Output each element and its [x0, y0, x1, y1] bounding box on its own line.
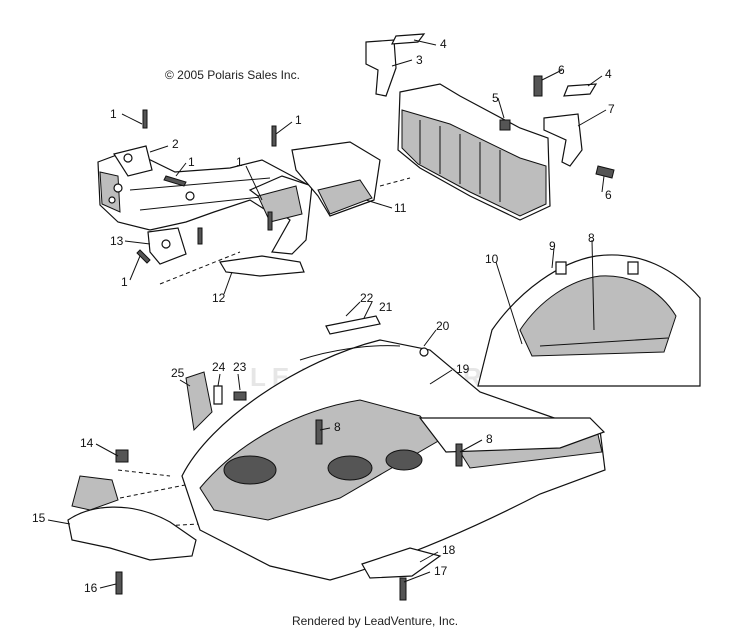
callout-10: 10	[485, 252, 499, 266]
bolt-8b	[455, 443, 463, 467]
bolt-8a	[315, 419, 323, 445]
callout-5: 5	[492, 91, 499, 105]
decal-4b	[563, 83, 598, 97]
callout-numbers: 1 2 1 1 1 13 1 12 11 4 3 5 6 4 7 6 10 9 …	[32, 37, 615, 595]
hood-19	[181, 339, 606, 581]
bolt-16	[115, 571, 123, 595]
bolt-23	[233, 391, 247, 401]
nut-5	[499, 119, 511, 131]
callout-17: 17	[434, 564, 448, 578]
footer-credit: Rendered by LeadVenture, Inc.	[291, 614, 459, 628]
callout-8a: 8	[588, 231, 595, 245]
callout-1c: 1	[295, 113, 302, 127]
callout-1a: 1	[110, 107, 117, 121]
callout-9: 9	[549, 239, 556, 253]
bracket-2	[113, 145, 153, 177]
fastener-20	[419, 347, 429, 357]
decal-4a	[390, 33, 426, 45]
callout-19: 19	[456, 362, 470, 376]
inset-view	[477, 254, 701, 387]
strap-22-21	[325, 315, 381, 335]
callout-23: 23	[233, 360, 247, 374]
callout-14: 14	[80, 436, 94, 450]
callout-22: 22	[360, 291, 374, 305]
brace-12	[219, 255, 305, 277]
plate-25	[185, 371, 213, 432]
callout-24: 24	[212, 360, 226, 374]
copyright-text: © 2005 Polaris Sales Inc.	[165, 68, 300, 82]
callout-2: 2	[172, 137, 179, 151]
callout-20: 20	[436, 319, 450, 333]
callout-1e: 1	[121, 275, 128, 289]
bolt-6b	[595, 165, 615, 179]
callout-1d: 1	[236, 155, 243, 169]
washer-24	[213, 385, 223, 405]
bracket-3	[365, 39, 397, 97]
callout-8b: 8	[334, 420, 341, 434]
callout-4b: 4	[605, 67, 612, 81]
callout-15: 15	[32, 511, 46, 525]
leader-lines	[47, 39, 607, 589]
callout-3: 3	[416, 53, 423, 67]
bumper-bracket	[71, 475, 119, 511]
panel-18	[361, 547, 442, 579]
nut-14	[115, 449, 129, 463]
bumper-15	[67, 506, 197, 561]
callout-4a: 4	[440, 37, 447, 51]
callout-8c: 8	[486, 432, 493, 446]
callout-1b: 1	[188, 155, 195, 169]
bracket-7	[543, 113, 583, 167]
bolt-17	[399, 577, 407, 601]
callout-16: 16	[84, 581, 98, 595]
callout-25: 25	[171, 366, 185, 380]
callout-7: 7	[608, 102, 615, 116]
callout-18: 18	[442, 543, 456, 557]
callout-6b: 6	[605, 188, 612, 202]
callout-6a: 6	[558, 63, 565, 77]
callout-12: 12	[212, 291, 226, 305]
rear-frame-assembly	[397, 83, 551, 221]
bolt-6a	[533, 75, 543, 97]
callout-13: 13	[110, 234, 124, 248]
callout-21: 21	[379, 300, 393, 314]
callout-11: 11	[394, 201, 407, 215]
